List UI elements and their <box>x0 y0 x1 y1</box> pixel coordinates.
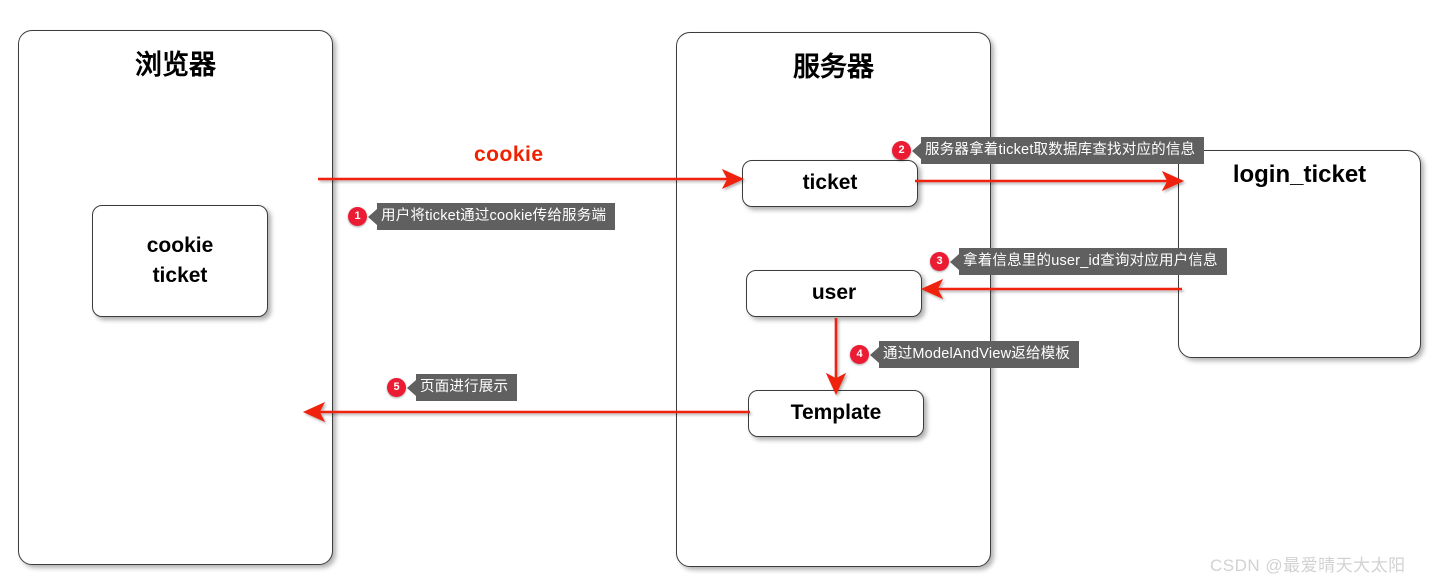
cookie-ticket-node: cookie ticket <box>92 205 268 317</box>
server-title: 服务器 <box>793 52 874 83</box>
step-badge-1: 1 <box>348 207 367 227</box>
step-badge-2: 2 <box>892 141 911 161</box>
template-node-label: Template <box>790 401 882 425</box>
ticket-node: ticket <box>742 160 918 207</box>
cookie-edge-label: cookie <box>474 143 544 166</box>
login-ticket-title: login_ticket <box>1232 161 1367 188</box>
step-callout-1: 1 用户将ticket通过cookie传给服务端 <box>348 203 616 231</box>
step-text-4: 通过ModelAndView返给模板 <box>879 341 1080 369</box>
user-node: user <box>746 270 922 317</box>
step-text-1: 用户将ticket通过cookie传给服务端 <box>377 203 616 231</box>
step-text-5: 页面进行展示 <box>416 374 518 402</box>
step-tail-1 <box>368 208 377 225</box>
step-badge-5: 5 <box>387 378 406 398</box>
step-badge-3: 3 <box>930 252 949 272</box>
step-callout-2: 2 服务器拿着ticket取数据库查找对应的信息 <box>892 137 1205 165</box>
step-text-3: 拿着信息里的user_id查询对应用户信息 <box>959 248 1227 276</box>
step-badge-4: 4 <box>850 345 869 365</box>
step-text-2: 服务器拿着ticket取数据库查找对应的信息 <box>921 137 1205 165</box>
step-callout-4: 4 通过ModelAndView返给模板 <box>850 341 1080 369</box>
step-tail-3 <box>950 253 959 270</box>
user-node-label: user <box>811 281 857 305</box>
step-tail-2 <box>912 142 921 159</box>
step-tail-5 <box>407 379 416 396</box>
cookie-ticket-line-1: cookie <box>146 233 214 257</box>
browser-title: 浏览器 <box>135 50 216 81</box>
step-tail-4 <box>870 346 879 363</box>
cookie-ticket-line-2: ticket <box>152 264 208 287</box>
step-callout-3: 3 拿着信息里的user_id查询对应用户信息 <box>930 248 1227 276</box>
ticket-node-label: ticket <box>802 171 858 195</box>
csdn-watermark: CSDN @最爱晴天大太阳 <box>1210 556 1406 575</box>
template-node: Template <box>748 390 924 437</box>
step-callout-5: 5 页面进行展示 <box>387 374 518 402</box>
